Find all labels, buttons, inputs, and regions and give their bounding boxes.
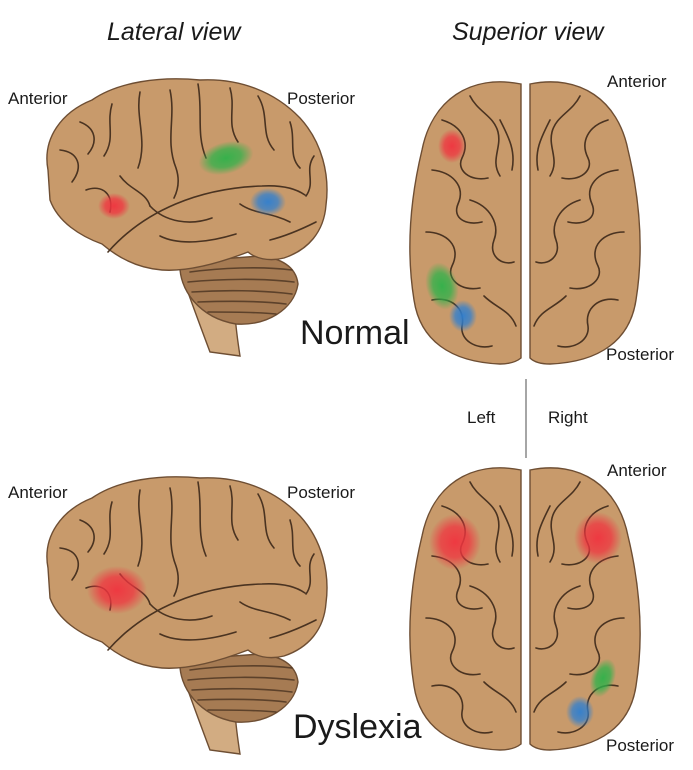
posterior-label: Posterior — [606, 736, 675, 755]
right-occipital-activation-spot — [566, 696, 594, 728]
posterior-label: Posterior — [287, 89, 356, 108]
parieto-temporal-activation-spot — [198, 140, 254, 176]
left-parietal-activation-spot — [425, 262, 459, 310]
normal-label: Normal — [300, 314, 410, 352]
superior-view-header: Superior view — [452, 18, 604, 46]
lateral-view-header: Lateral view — [107, 18, 241, 46]
anterior-label: Anterior — [607, 72, 667, 91]
anterior-label: Anterior — [607, 461, 667, 480]
left-frontal-activation-spot — [429, 514, 481, 570]
right-parietal-activation-spot — [589, 658, 617, 698]
right-frontal-activation-spot — [574, 512, 622, 564]
normal-superior-brain — [409, 81, 641, 365]
normal-lateral-brain — [46, 78, 328, 357]
left-label: Left — [467, 408, 496, 427]
dyslexia-label: Dyslexia — [293, 708, 422, 746]
posterior-label: Posterior — [287, 483, 356, 502]
left-frontal-activation-spot — [438, 129, 466, 163]
dyslexia-superior-brain — [409, 467, 641, 751]
dyslexia-lateral-brain — [46, 476, 328, 755]
anterior-label: Anterior — [8, 483, 68, 502]
left-occipital-activation-spot — [449, 300, 477, 332]
broca-activation-spot — [87, 566, 147, 614]
posterior-label: Posterior — [606, 345, 675, 364]
right-label: Right — [548, 408, 588, 427]
occipito-temporal-activation-spot — [250, 188, 286, 216]
broca-activation-spot — [98, 193, 130, 219]
anterior-label: Anterior — [8, 89, 68, 108]
